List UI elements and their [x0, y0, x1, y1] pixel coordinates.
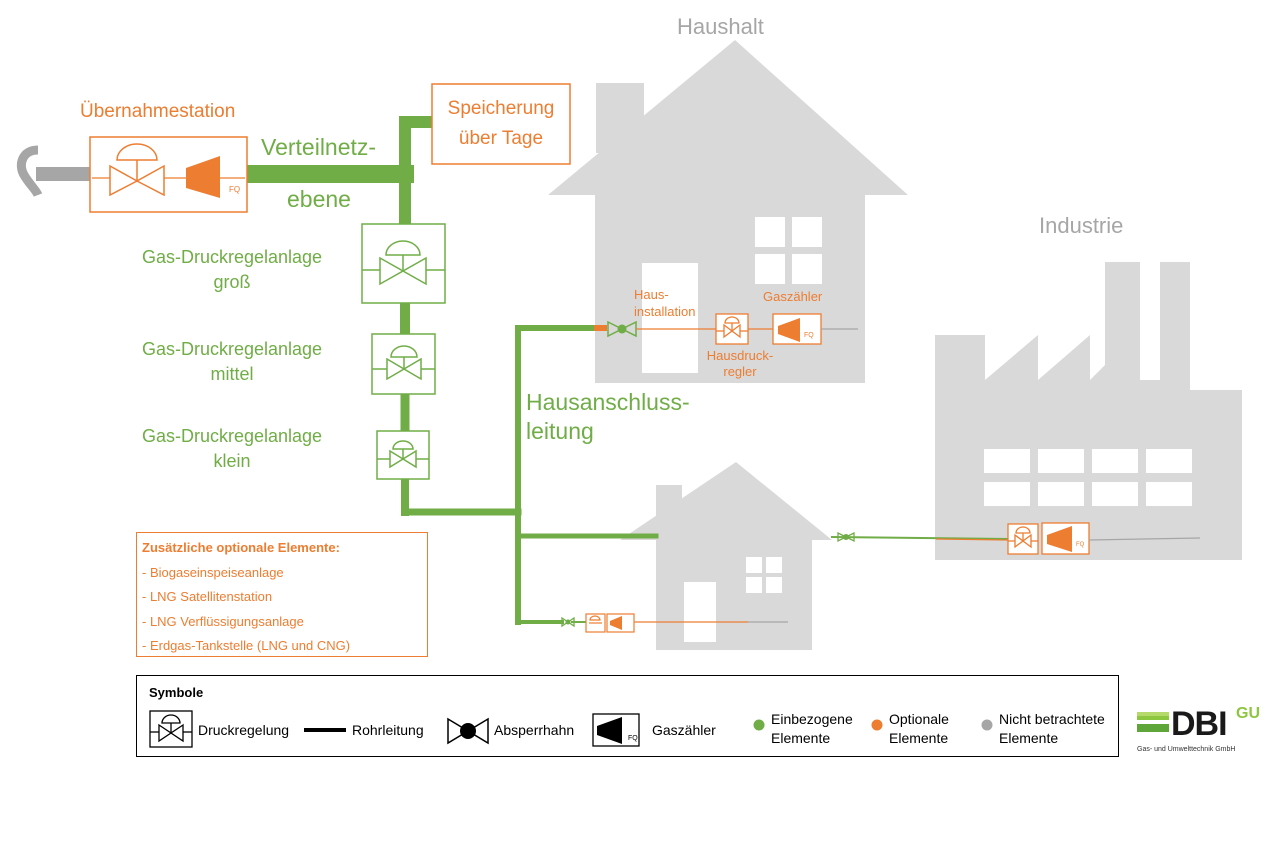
- gdra-klein-label: Gas-Druckregelanlage klein: [112, 424, 352, 474]
- legend-absperrhahn-icon: [447, 717, 489, 745]
- industry-building: [935, 262, 1242, 560]
- symbol-legend: Symbole Druckregelung Rohrleitung Absper…: [136, 675, 1119, 757]
- hausdruckregler-line-2: regler: [723, 364, 757, 379]
- gdra-gross-label: Gas-Druckregelanlage groß: [112, 245, 352, 295]
- legend-druckregelung-icon: [149, 710, 193, 748]
- gaszaehler-fq: FQ: [804, 332, 814, 339]
- hausdruckregler-label: Hausdruck- regler: [694, 348, 786, 380]
- gdra-klein-symbol: [376, 430, 430, 480]
- industry-meter: [1041, 522, 1090, 555]
- legend-optional-label: Optionale Elemente: [889, 710, 949, 748]
- industry-valve: [837, 531, 855, 543]
- gaszaehler-household-large: [772, 313, 822, 345]
- hausinstallation-line-2: installation: [634, 304, 696, 319]
- legend-optional-line-1: Optionale: [889, 711, 949, 727]
- legend-rohrleitung-label: Rohrleitung: [352, 722, 424, 738]
- legend-gaszaehler-fq: FQ: [628, 735, 638, 742]
- gdra-mittel-line-2: mittel: [210, 364, 254, 384]
- legend-druckregelung-label: Druckregelung: [198, 722, 290, 738]
- household-small-valve: [561, 616, 575, 628]
- legend-not-considered-label: Nicht betrachtete Elemente: [999, 710, 1105, 748]
- industry-fq: FQ: [1076, 542, 1085, 548]
- dbi-logo-subtitle: Gas- und Umwelttechnik GmbH: [1137, 746, 1236, 753]
- dbi-logo-mark: [1137, 712, 1169, 732]
- speicherung-line-2: über Tage: [458, 128, 544, 149]
- gdra-gross-line-2: groß: [213, 272, 251, 292]
- speicherung-box: [431, 83, 571, 165]
- industry-regulator: [1007, 523, 1039, 555]
- hausdruckregler-line-1: Hausdruck-: [706, 348, 774, 363]
- legend-included-line-1: Einbezogene: [771, 711, 853, 727]
- distribution-network-pipes: [239, 116, 1010, 625]
- legend-optional-line-2: Elemente: [889, 730, 949, 746]
- household-building-small: [620, 462, 832, 650]
- hausinstallation-line-1: Haus-: [634, 287, 669, 302]
- legend-title: Symbole: [149, 685, 204, 700]
- optional-item: - Biogaseinspeiseanlage: [142, 565, 284, 580]
- legend-absperrhahn-label: Absperrhahn: [494, 722, 575, 738]
- legend-included-line-2: Elemente: [771, 730, 831, 746]
- uebernahmestation-fq: FQ: [229, 185, 241, 194]
- optional-item: - Erdgas-Tankstelle (LNG und CNG): [142, 638, 351, 653]
- optional-item: - LNG Verflüssigungsanlage: [142, 614, 304, 629]
- legend-included-label: Einbezogene Elemente: [771, 710, 853, 748]
- industry-windows: [976, 443, 1201, 511]
- hausinstallation-label: Haus- installation: [626, 286, 716, 320]
- gdra-klein-line-2: klein: [213, 451, 251, 471]
- legend-not-considered-line-2: Elemente: [999, 730, 1059, 746]
- industrie-label: Industrie: [1039, 213, 1124, 238]
- legend-gaszaehler-label: Gaszähler: [652, 722, 716, 738]
- gdra-mittel-symbol: [371, 333, 436, 395]
- gdra-klein-line-1: Gas-Druckregelanlage: [141, 426, 323, 446]
- haushalt-label: Haushalt: [677, 14, 764, 39]
- hausanschluss-line-2: leitung: [526, 418, 594, 444]
- dbi-logo-text: DBI: [1171, 705, 1228, 743]
- optional-elements-title: Zusätzliche optionale Elemente:: [142, 540, 340, 555]
- gdra-gross-line-1: Gas-Druckregelanlage: [141, 247, 323, 267]
- legend-gaszaehler-icon: [592, 713, 640, 747]
- household-small-regulator: [585, 613, 606, 633]
- hausdruckregler-symbol: [715, 313, 749, 345]
- optional-elements-box: Zusätzliche optionale Elemente: - Biogas…: [136, 532, 428, 657]
- dbi-logo-suffix: GU: [1236, 705, 1260, 722]
- gdra-mittel-label: Gas-Druckregelanlage mittel: [112, 337, 352, 387]
- verteilnetz-label-1: Verteilnetz-: [261, 134, 377, 160]
- legend-not-considered-line-1: Nicht betrachtete: [999, 711, 1105, 727]
- household-small-windows: [684, 557, 782, 642]
- legend-dot-included: [753, 719, 765, 731]
- grey-inlet-pipe: [16, 145, 92, 197]
- hausanschluss-label: Hausanschluss- leitung: [526, 388, 690, 446]
- gdra-mittel-line-1: Gas-Druckregelanlage: [141, 339, 323, 359]
- gaszaehler-label: Gaszähler: [763, 289, 823, 304]
- speicherung-line-1: Speicherung: [447, 98, 555, 119]
- uebernahmestation-label: Übernahmestation: [80, 101, 236, 122]
- speicherung-label: Speicherung über Tage: [432, 94, 570, 154]
- gdra-gross-symbol: [361, 223, 446, 304]
- household-large-windows: [642, 217, 822, 373]
- optional-item: - LNG Satellitenstation: [142, 589, 273, 604]
- hausanschluss-line-1: Hausanschluss-: [526, 389, 690, 415]
- legend-dot-optional: [871, 719, 883, 731]
- verteilnetz-label-2: ebene: [287, 186, 351, 212]
- legend-dot-not-considered: [981, 719, 993, 731]
- uebernahmestation-box: [89, 136, 248, 213]
- household-small-meter: [606, 613, 635, 633]
